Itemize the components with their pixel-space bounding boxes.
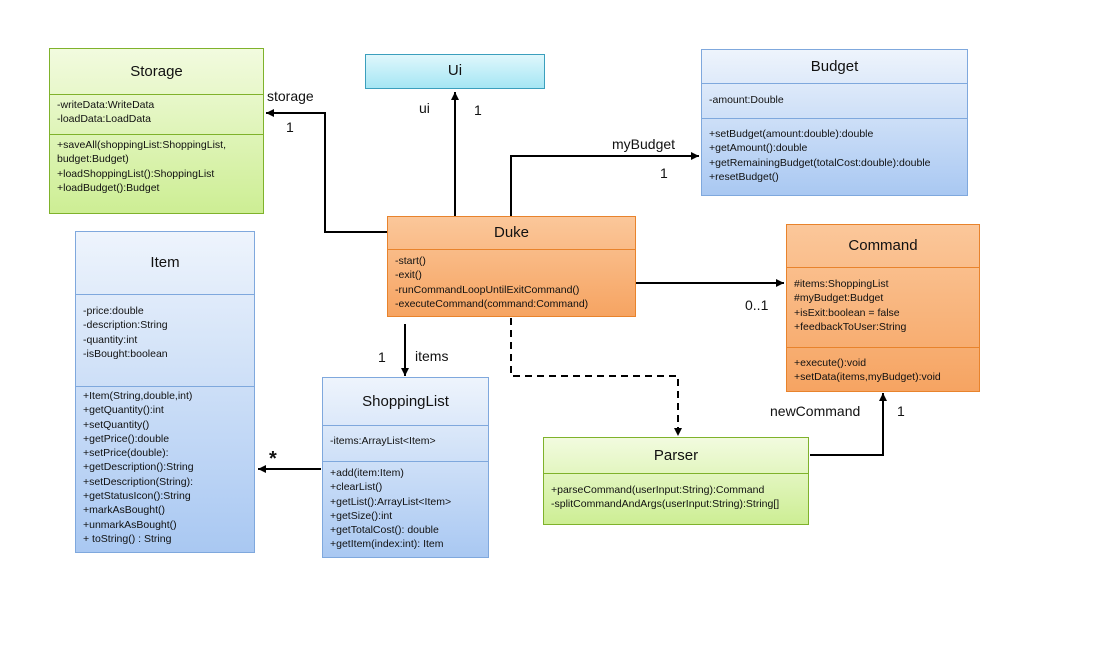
item-attributes: -price:double -description:String -quant… [76, 294, 254, 386]
ui-class-name: Ui [447, 62, 463, 79]
method: -executeCommand(command:Command) [395, 297, 589, 310]
parser-class-name: Parser [653, 447, 699, 464]
attribute: -price:double [83, 305, 144, 317]
items-role-label: items [415, 348, 449, 364]
attribute: -writeData:WriteData [57, 99, 155, 111]
method: + toString() : String [83, 532, 172, 545]
command-class-name: Command [848, 237, 918, 254]
duke-parser-dependency [510, 318, 682, 436]
parser-class: Parser +parseCommand(userInput:String):C… [543, 437, 809, 525]
method: +clearList() [330, 481, 383, 494]
method: -exit() [395, 269, 422, 282]
parser-methods: +parseCommand(userInput:String):Command … [544, 473, 808, 515]
method: +parseCommand(userInput:String):Command [551, 484, 765, 496]
storage-methods: +saveAll(shoppingList:ShoppingList, budg… [50, 134, 263, 198]
budget-class: Budget -amount:Double +setBudget(amount:… [701, 49, 968, 196]
duke-budget-line [510, 152, 699, 216]
storage-class: Storage -writeData:WriteData -loadData:L… [49, 48, 264, 214]
method: +getList():ArrayList<Item> [330, 495, 452, 508]
item-multiplicity: * [269, 448, 277, 470]
storage-attributes: -writeData:WriteData -loadData:LoadData [50, 94, 263, 134]
item-class-name: Item [150, 254, 180, 271]
budget-class-name: Budget [810, 58, 859, 75]
method: +getStatusIcon():String [83, 490, 191, 503]
attribute: -description:String [83, 319, 168, 332]
duke-storage-line [266, 109, 388, 233]
attribute: #myBudget:Budget [794, 292, 884, 305]
command-attributes: #items:ShoppingList #myBudget:Budget +is… [787, 267, 979, 347]
shoppinglist-class-name: ShoppingList [362, 393, 449, 410]
method: +markAsBought() [83, 504, 165, 517]
storage-role-label: storage [267, 88, 314, 104]
attribute: +isExit:boolean = false [794, 306, 900, 319]
method: +execute():void [794, 357, 867, 369]
budget-multiplicity: 1 [660, 165, 668, 181]
attribute: -loadData:LoadData [57, 113, 151, 126]
method: +setPrice(double): [83, 447, 169, 460]
method: +getRemainingBudget(totalCost:double):do… [709, 156, 931, 169]
method: budget:Budget) [57, 153, 129, 166]
attribute: +feedbackToUser:String [794, 320, 907, 333]
method: +getAmount():double [709, 142, 808, 155]
method: +unmarkAsBought() [83, 518, 177, 531]
method: +getSize():int [330, 509, 393, 522]
shoppinglist-attributes: -items:ArrayList<Item> [323, 425, 488, 461]
parser-command-line [810, 393, 887, 456]
ui-role-label: ui [419, 100, 430, 116]
command-class: Command #items:ShoppingList #myBudget:Bu… [786, 224, 980, 392]
newcommand-role-label: newCommand [770, 403, 861, 419]
budget-attributes: -amount:Double [702, 83, 967, 118]
method: +setBudget(amount:double):double [709, 128, 874, 140]
budget-methods: +setBudget(amount:double):double +getAmo… [702, 118, 967, 187]
method: +getQuantity():int [83, 404, 164, 417]
storage-multiplicity: 1 [286, 119, 294, 135]
attribute: -amount:Double [709, 94, 784, 106]
method: +getTotalCost(): double [330, 524, 439, 537]
method: +getDescription():String [83, 461, 194, 474]
method: +getItem(index:int): Item [330, 538, 444, 551]
attribute: -quantity:int [83, 333, 138, 346]
duke-class-name: Duke [493, 224, 530, 241]
storage-class-name: Storage [130, 63, 183, 80]
duke-class: Duke -start() -exit() -runCommandLoopUnt… [387, 216, 636, 317]
method: -runCommandLoopUntilExitCommand() [395, 283, 580, 296]
method: -splitCommandAndArgs(userInput:String):S… [551, 498, 780, 511]
attribute: -items:ArrayList<Item> [330, 435, 436, 447]
method: +setQuantity() [83, 418, 150, 431]
method: +setData(items,myBudget):void [794, 371, 941, 384]
duke-methods: -start() -exit() -runCommandLoopUntilExi… [388, 249, 635, 314]
ui-class: Ui [365, 54, 545, 89]
budget-role-label: myBudget [612, 136, 676, 152]
method: +add(item:Item) [330, 467, 404, 479]
attribute: -isBought:boolean [83, 347, 168, 360]
method: +loadShoppingList():ShoppingList [57, 167, 215, 180]
item-methods: +Item(String,double,int) +getQuantity():… [76, 386, 254, 549]
method: +Item(String,double,int) [83, 390, 193, 402]
method: +getPrice():double [83, 432, 170, 445]
method: -start() [395, 255, 426, 267]
command-methods: +execute():void +setData(items,myBudget)… [787, 347, 979, 388]
method: +saveAll(shoppingList:ShoppingList, [57, 139, 226, 151]
items-multiplicity: 1 [378, 349, 386, 365]
attribute: #items:ShoppingList [794, 278, 889, 290]
method: +loadBudget():Budget [57, 181, 160, 194]
newcommand-multiplicity: 1 [897, 403, 905, 419]
ui-multiplicity: 1 [474, 102, 482, 118]
method: +resetBudget() [709, 170, 779, 183]
shoppinglist-methods: +add(item:Item) +clearList() +getList():… [323, 461, 488, 555]
method: +setDescription(String): [83, 475, 193, 488]
command-multiplicity: 0..1 [745, 297, 769, 313]
item-class: Item -price:double -description:String -… [75, 231, 255, 553]
shoppinglist-class: ShoppingList -items:ArrayList<Item> +add… [322, 377, 489, 558]
